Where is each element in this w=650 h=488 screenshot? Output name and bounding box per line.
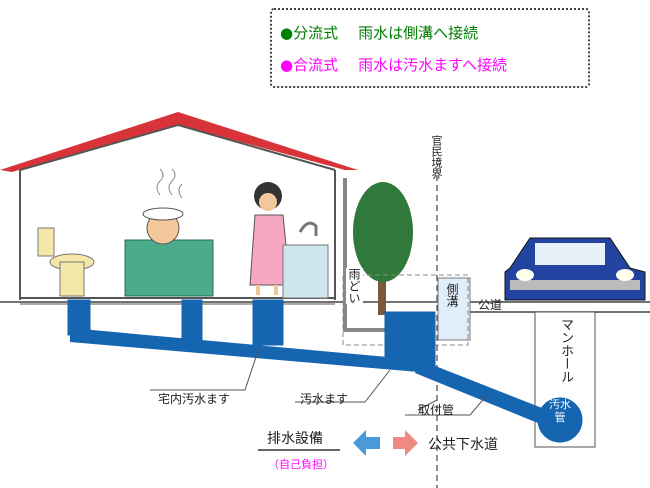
sewer-pipe-label: 汚水管 [549, 398, 571, 424]
house [0, 112, 358, 305]
sewer-main [537, 397, 583, 443]
connection-pipe-label: 取付管 [418, 403, 455, 417]
boundary-label: 官民境界 [430, 135, 443, 179]
self-pay-label: （自己負担） [268, 458, 334, 471]
house-inlet-label: 宅内汚水ます [158, 392, 231, 406]
public-sewer-label: 公共下水道 [428, 437, 498, 453]
tree [353, 182, 413, 315]
arrow-left-icon [353, 430, 380, 456]
toilet [37, 227, 55, 257]
legend-separate: ●分流式 雨水は側溝へ接続 [280, 22, 478, 43]
drain-pipes [67, 299, 583, 443]
bullet: ● [280, 56, 294, 74]
downspout [343, 178, 395, 332]
car [504, 237, 646, 301]
road-label: 公道 [478, 298, 503, 312]
drainage-label: 排水設備 [267, 431, 323, 447]
legend-name: 合流式 [293, 56, 339, 74]
gutter-label: 側溝 [445, 283, 459, 307]
legend-combined: ●合流式 雨水は汚水ますへ接続 [280, 54, 507, 75]
downspout-label: 雨どい [346, 268, 363, 304]
manhole-label: マンホール [558, 318, 573, 383]
roof [0, 112, 358, 172]
legend-desc: 雨水は汚水ますへ接続 [358, 56, 508, 74]
sink [282, 244, 329, 299]
bathtub [124, 239, 214, 297]
legend-box: ●分流式雨水は側溝へ接続 ●合流式雨水は汚水ますへ接続 [270, 8, 590, 88]
sewage-inlet-label: 汚水ます [300, 392, 349, 406]
legend-name: 分流式 [293, 24, 339, 42]
arrow-right-icon [393, 430, 418, 456]
legend-desc: 雨水は側溝へ接続 [358, 24, 479, 42]
bullet: ● [280, 24, 294, 42]
gutter-box [437, 277, 471, 341]
